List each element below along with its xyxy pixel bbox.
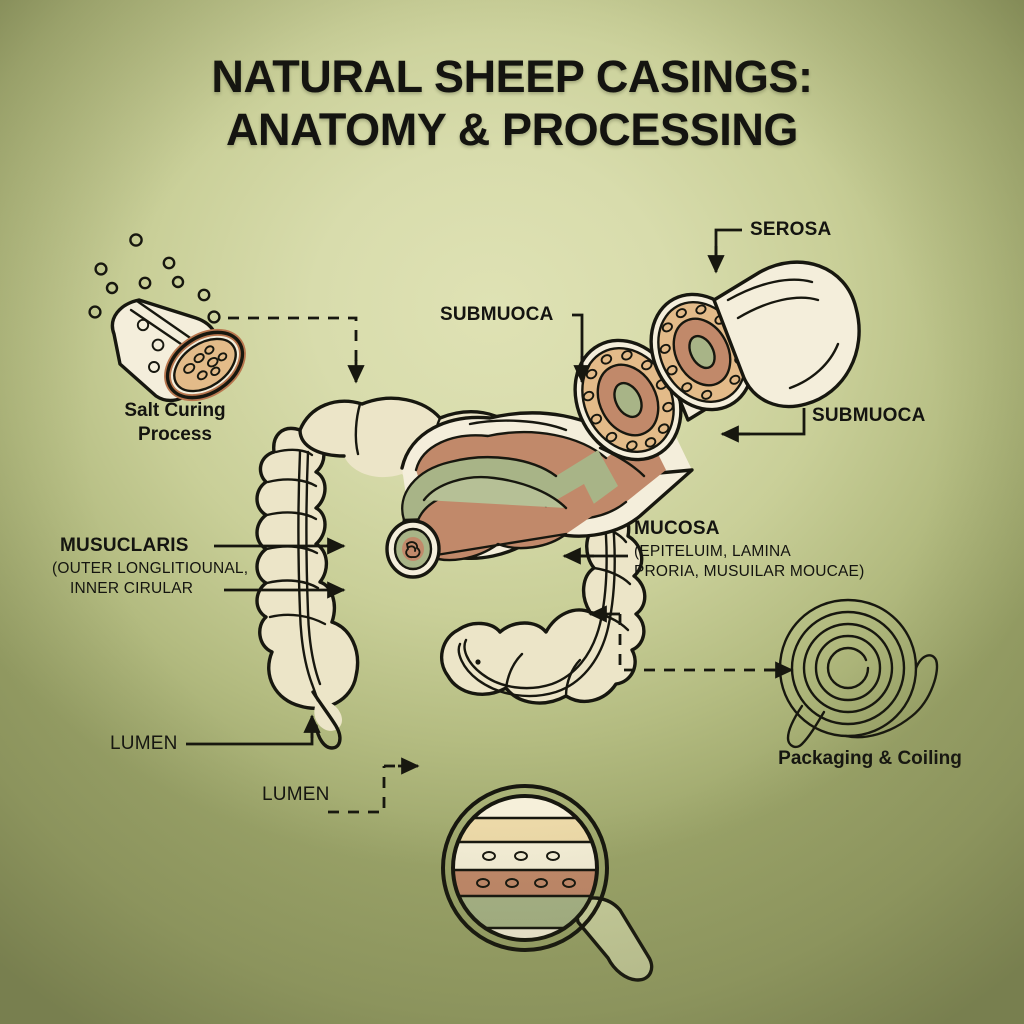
label-muscularis-sub-2: INNER CIRULAR	[70, 580, 194, 597]
label-serosa: SEROSA	[750, 219, 832, 240]
magnifier-inset	[441, 784, 654, 982]
leader-submucosa-top	[572, 313, 591, 384]
salt-curing-flow-arrow	[228, 316, 365, 384]
caption-packaging-coiling: Packaging & Coiling	[778, 748, 962, 769]
salt-cured-casing-icon	[110, 298, 246, 403]
page-title-line-1: NATURAL SHEEP CASINGS:	[211, 51, 813, 102]
leader-lumen-bottom	[328, 757, 420, 814]
coiled-casing-icon	[778, 598, 939, 749]
caption-salt-curing-line-1: Salt Curing	[124, 400, 226, 421]
label-submucosa-right: SUBMUOCA	[812, 405, 926, 426]
label-muscularis-title: MUSUCLARIS	[60, 535, 189, 556]
label-mucosa-title: MUCOSA	[634, 518, 720, 539]
page-title-line-2: ANATOMY & PROCESSING	[225, 104, 799, 155]
label-mucosa-sub-1: (EPITELUIM, LAMINA	[634, 543, 791, 560]
leader-serosa	[707, 228, 742, 274]
label-muscularis-sub-1: (OUTER LONGLITIOUNAL,	[52, 560, 249, 577]
salt-crystals-group	[88, 233, 221, 324]
label-lumen-left: LUMEN	[110, 733, 178, 754]
label-lumen-bottom: LUMEN	[262, 784, 330, 805]
label-mucosa-sub-2: PRORIA, MUSUILAR MOUCAE)	[634, 563, 865, 580]
leader-submucosa-right	[720, 408, 806, 443]
casing-layers-cutaway	[385, 410, 694, 579]
leader-lumen-left	[186, 714, 321, 746]
label-submucosa-top: SUBMUOCA	[440, 304, 554, 325]
packaging-flow-arrow	[588, 605, 794, 679]
serosa-capped-end	[712, 260, 861, 409]
caption-salt-curing-line-2: Process	[138, 424, 212, 445]
